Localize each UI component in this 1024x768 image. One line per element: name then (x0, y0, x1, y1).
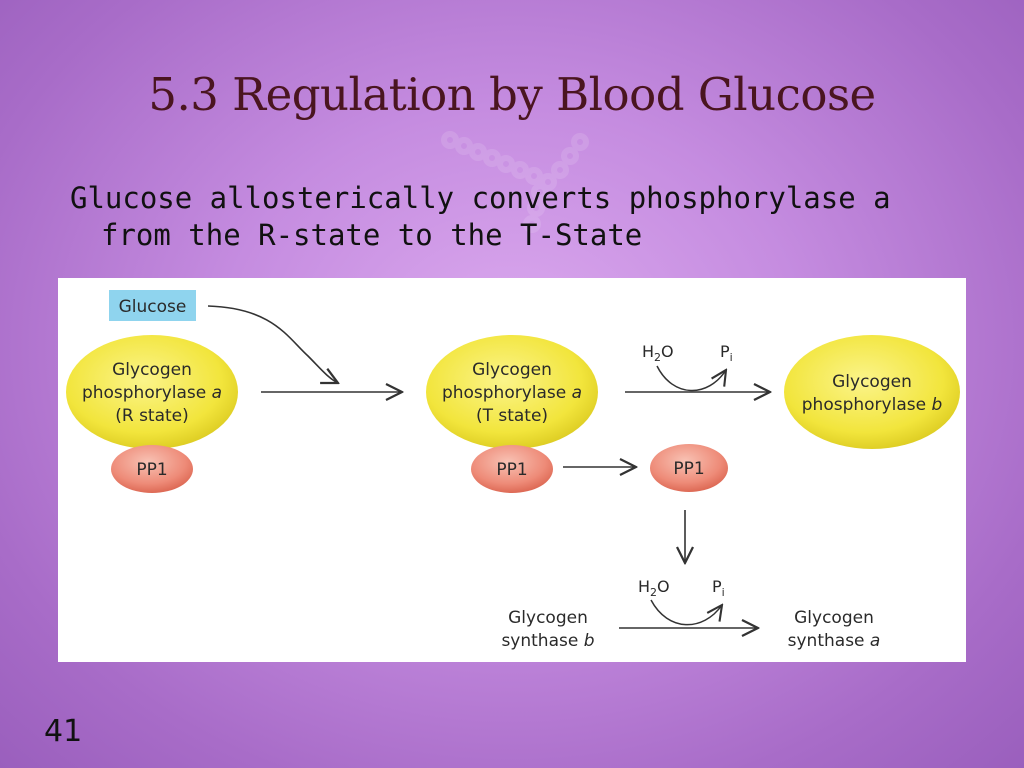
glucose-box: Glucose (109, 290, 196, 321)
slide-number: 41 (44, 714, 83, 749)
phosphorylase-b: Glycogen phosphorylase b (784, 335, 960, 449)
background-glycogen-watermark (441, 131, 589, 233)
hydrolysis-curve-upper (656, 365, 726, 392)
pp1-label: PP1 (136, 460, 167, 480)
glucose-label: Glucose (119, 297, 187, 317)
phos-r-line3: (R state) (115, 406, 189, 426)
synthase-a-line2: synthase a (788, 631, 881, 651)
phos-b-line1: Glycogen (832, 372, 912, 392)
pp1-free: PP1 (650, 444, 728, 492)
phos-b-line2: phosphorylase b (802, 395, 943, 415)
synthase-b-line1: Glycogen (508, 608, 588, 628)
synthase-b-line2: synthase b (501, 631, 594, 651)
pp1-label: PP1 (496, 460, 527, 480)
diagram-svg: Glucose Glycogen phosphorylase a (R stat… (66, 290, 960, 651)
phosphate-label-lower: Pi (712, 577, 725, 599)
pp1-bound-t: PP1 (471, 445, 553, 493)
pp1-label: PP1 (673, 459, 704, 479)
phosphate-label-upper: Pi (720, 342, 733, 364)
phosphorylase-a-t-state: Glycogen phosphorylase a (T state) (426, 335, 598, 449)
body-line-2: from the R-state to the T-State (101, 218, 643, 252)
phosphorylase-a-r-state: Glycogen phosphorylase a (R state) (66, 335, 238, 449)
regulation-diagram: Glucose Glycogen phosphorylase a (R stat… (58, 278, 966, 662)
water-label-upper: H2O (642, 342, 674, 364)
body-line-1: Glucose allosterically converts phosphor… (70, 181, 891, 215)
phos-t-line3: (T state) (476, 406, 548, 426)
slide-title: 5.3 Regulation by Blood Glucose (148, 68, 876, 121)
water-label-lower: H2O (638, 577, 670, 599)
synthase-a-line1: Glycogen (794, 608, 874, 628)
phos-t-line1: Glycogen (472, 360, 552, 380)
glycogen-synthase-a: Glycogen synthase a (788, 608, 881, 651)
slide-body-text: Glucose allosterically converts phosphor… (70, 180, 950, 254)
phos-t-line2: phosphorylase a (442, 383, 582, 403)
phos-r-line1: Glycogen (112, 360, 192, 380)
pp1-bound-r: PP1 (111, 445, 193, 493)
phos-r-line2: phosphorylase a (82, 383, 222, 403)
hydrolysis-curve-lower (650, 599, 722, 626)
glucose-binding-arrow (207, 305, 338, 383)
glycogen-synthase-b: Glycogen synthase b (501, 608, 594, 651)
